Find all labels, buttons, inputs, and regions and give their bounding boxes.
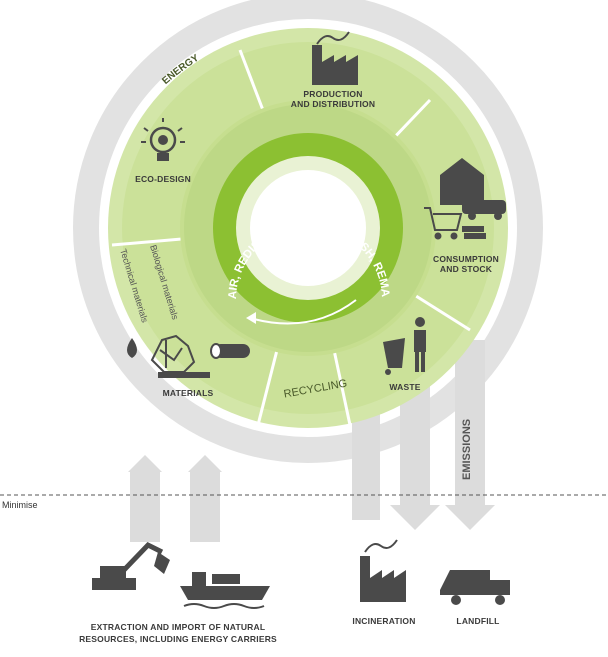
car-icon (462, 200, 506, 220)
person-bin-icon (383, 317, 426, 375)
lightbulb-icon (141, 118, 185, 161)
materials-label: MATERIALS (163, 388, 214, 398)
green-wheel (108, 28, 508, 428)
truck-icon (440, 570, 510, 605)
factory-icon (312, 31, 358, 85)
landfill-label: LANDFILL (456, 616, 499, 626)
minimise-label: Minimise (2, 500, 38, 510)
cart-icon (424, 207, 463, 240)
emissions-label: EMISSIONS (461, 419, 473, 480)
ship-icon (180, 572, 270, 609)
oil-drop-icon (127, 338, 137, 358)
consumption-label-2: AND STOCK (440, 264, 493, 274)
waste-label: WASTE (389, 382, 420, 392)
materials-base (158, 372, 210, 378)
energy-ring (73, 0, 543, 463)
production-label-2: AND DISTRIBUTION (291, 99, 375, 109)
extraction-label-2: RESOURCES, INCLUDING ENERGY CARRIERS (79, 634, 277, 644)
incineration-factory-icon (360, 539, 406, 602)
extraction-label-1: EXTRACTION AND IMPORT OF NATURAL (91, 622, 266, 632)
log-icon (210, 343, 250, 359)
production-label-1: PRODUCTION (303, 89, 362, 99)
excavator-icon (92, 541, 170, 590)
incineration-label: INCINERATION (352, 616, 415, 626)
eco-design-label: ECO-DESIGN (135, 174, 191, 184)
consumption-label-1: CONSUMPTION (433, 254, 499, 264)
house-icon (440, 158, 484, 205)
waste-outflows (128, 340, 495, 542)
money-icon (462, 226, 486, 239)
cycle-arrow (246, 299, 357, 325)
